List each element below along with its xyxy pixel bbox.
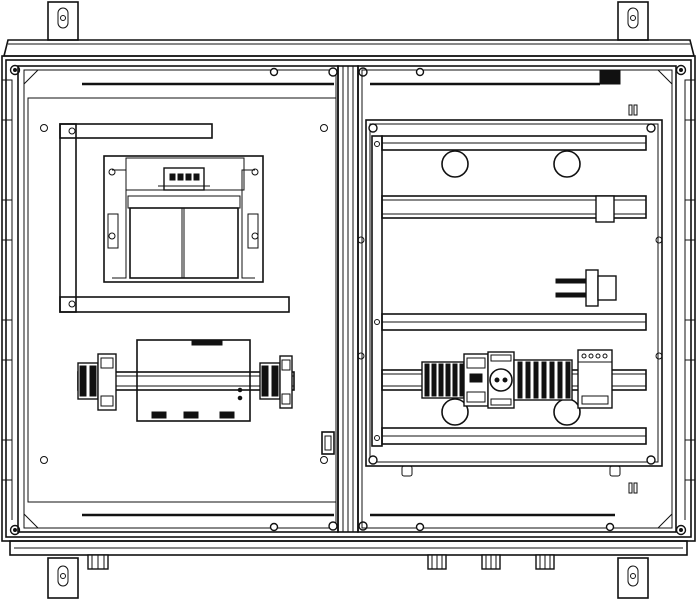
hinge-left — [1, 79, 13, 520]
mounting-frame-left — [59, 123, 290, 313]
right-compartment — [357, 65, 677, 533]
cable-gland-2 — [427, 554, 447, 570]
mounting-bracket-top-left — [47, 1, 79, 41]
mounting-plate — [365, 119, 663, 477]
enclosure-housing — [1, 39, 696, 556]
terminal-blocks-right — [421, 361, 465, 399]
door-latch — [321, 431, 335, 455]
knockout-holes — [441, 150, 581, 178]
center-hinge-strip — [328, 65, 368, 533]
cable-gland-4 — [535, 554, 555, 570]
meter-device — [103, 155, 264, 283]
socket-outlet — [487, 351, 515, 409]
rail-3 — [381, 313, 647, 331]
side-rail — [371, 135, 383, 447]
cable-glands — [87, 554, 555, 570]
power-supply-unit — [136, 339, 251, 422]
mounting-bracket-bottom-right — [617, 557, 649, 599]
cable-gland-3 — [481, 554, 501, 570]
terminal-block-left-b — [259, 355, 293, 409]
rail-4 — [381, 427, 647, 445]
relay-module — [577, 349, 613, 409]
breaker-module — [463, 353, 489, 407]
terminal-block-left-a — [77, 353, 117, 411]
pipe-fitting — [555, 269, 617, 307]
rail-1 — [381, 135, 647, 151]
rail-2 — [381, 195, 647, 223]
hinge-right — [684, 79, 696, 520]
mounting-bracket-bottom-left — [47, 557, 79, 599]
left-door — [17, 65, 339, 533]
cable-gland-1 — [87, 554, 109, 570]
terminal-blocks-right-b — [513, 359, 573, 401]
mounting-bracket-top-right — [617, 1, 649, 41]
